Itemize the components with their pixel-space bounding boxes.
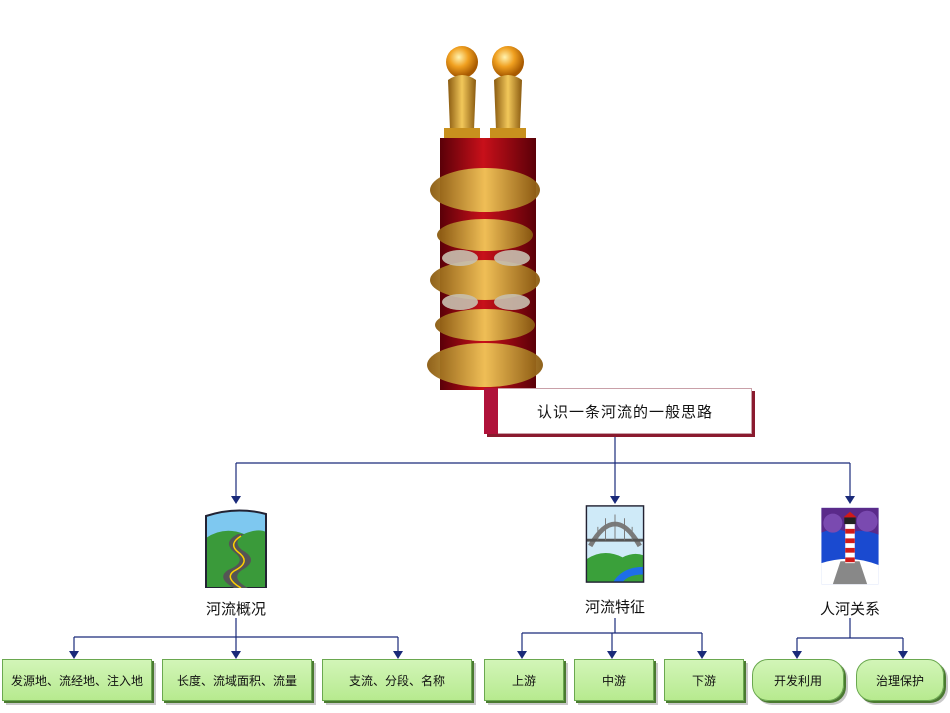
- leaf-tributary: 支流、分段、名称: [322, 659, 472, 701]
- root-label: 认识一条河流的一般思路: [536, 402, 713, 421]
- leaf-lower-reach: 下游: [664, 659, 744, 701]
- arch-bridge-icon: [585, 505, 645, 583]
- root-accent-bar: [484, 388, 498, 434]
- lighthouse-icon: [821, 507, 879, 585]
- dragon-pillar-image: [427, 46, 543, 390]
- leaf-protection: 治理保护: [856, 659, 944, 701]
- leaf-source: 发源地、流经地、注入地: [2, 659, 152, 701]
- winding-road-icon: [205, 509, 267, 588]
- category-label-overview: 河流概况: [205, 600, 266, 618]
- leaf-middle-reach: 中游: [574, 659, 654, 701]
- category-label-relation: 人河关系: [819, 600, 880, 618]
- leaf-upper-reach: 上游: [484, 659, 564, 701]
- leaf-length: 长度、流域面积、流量: [162, 659, 312, 701]
- leaf-development: 开发利用: [752, 659, 844, 701]
- root-node: 认识一条河流的一般思路: [484, 388, 752, 434]
- category-label-features: 河流特征: [584, 598, 645, 616]
